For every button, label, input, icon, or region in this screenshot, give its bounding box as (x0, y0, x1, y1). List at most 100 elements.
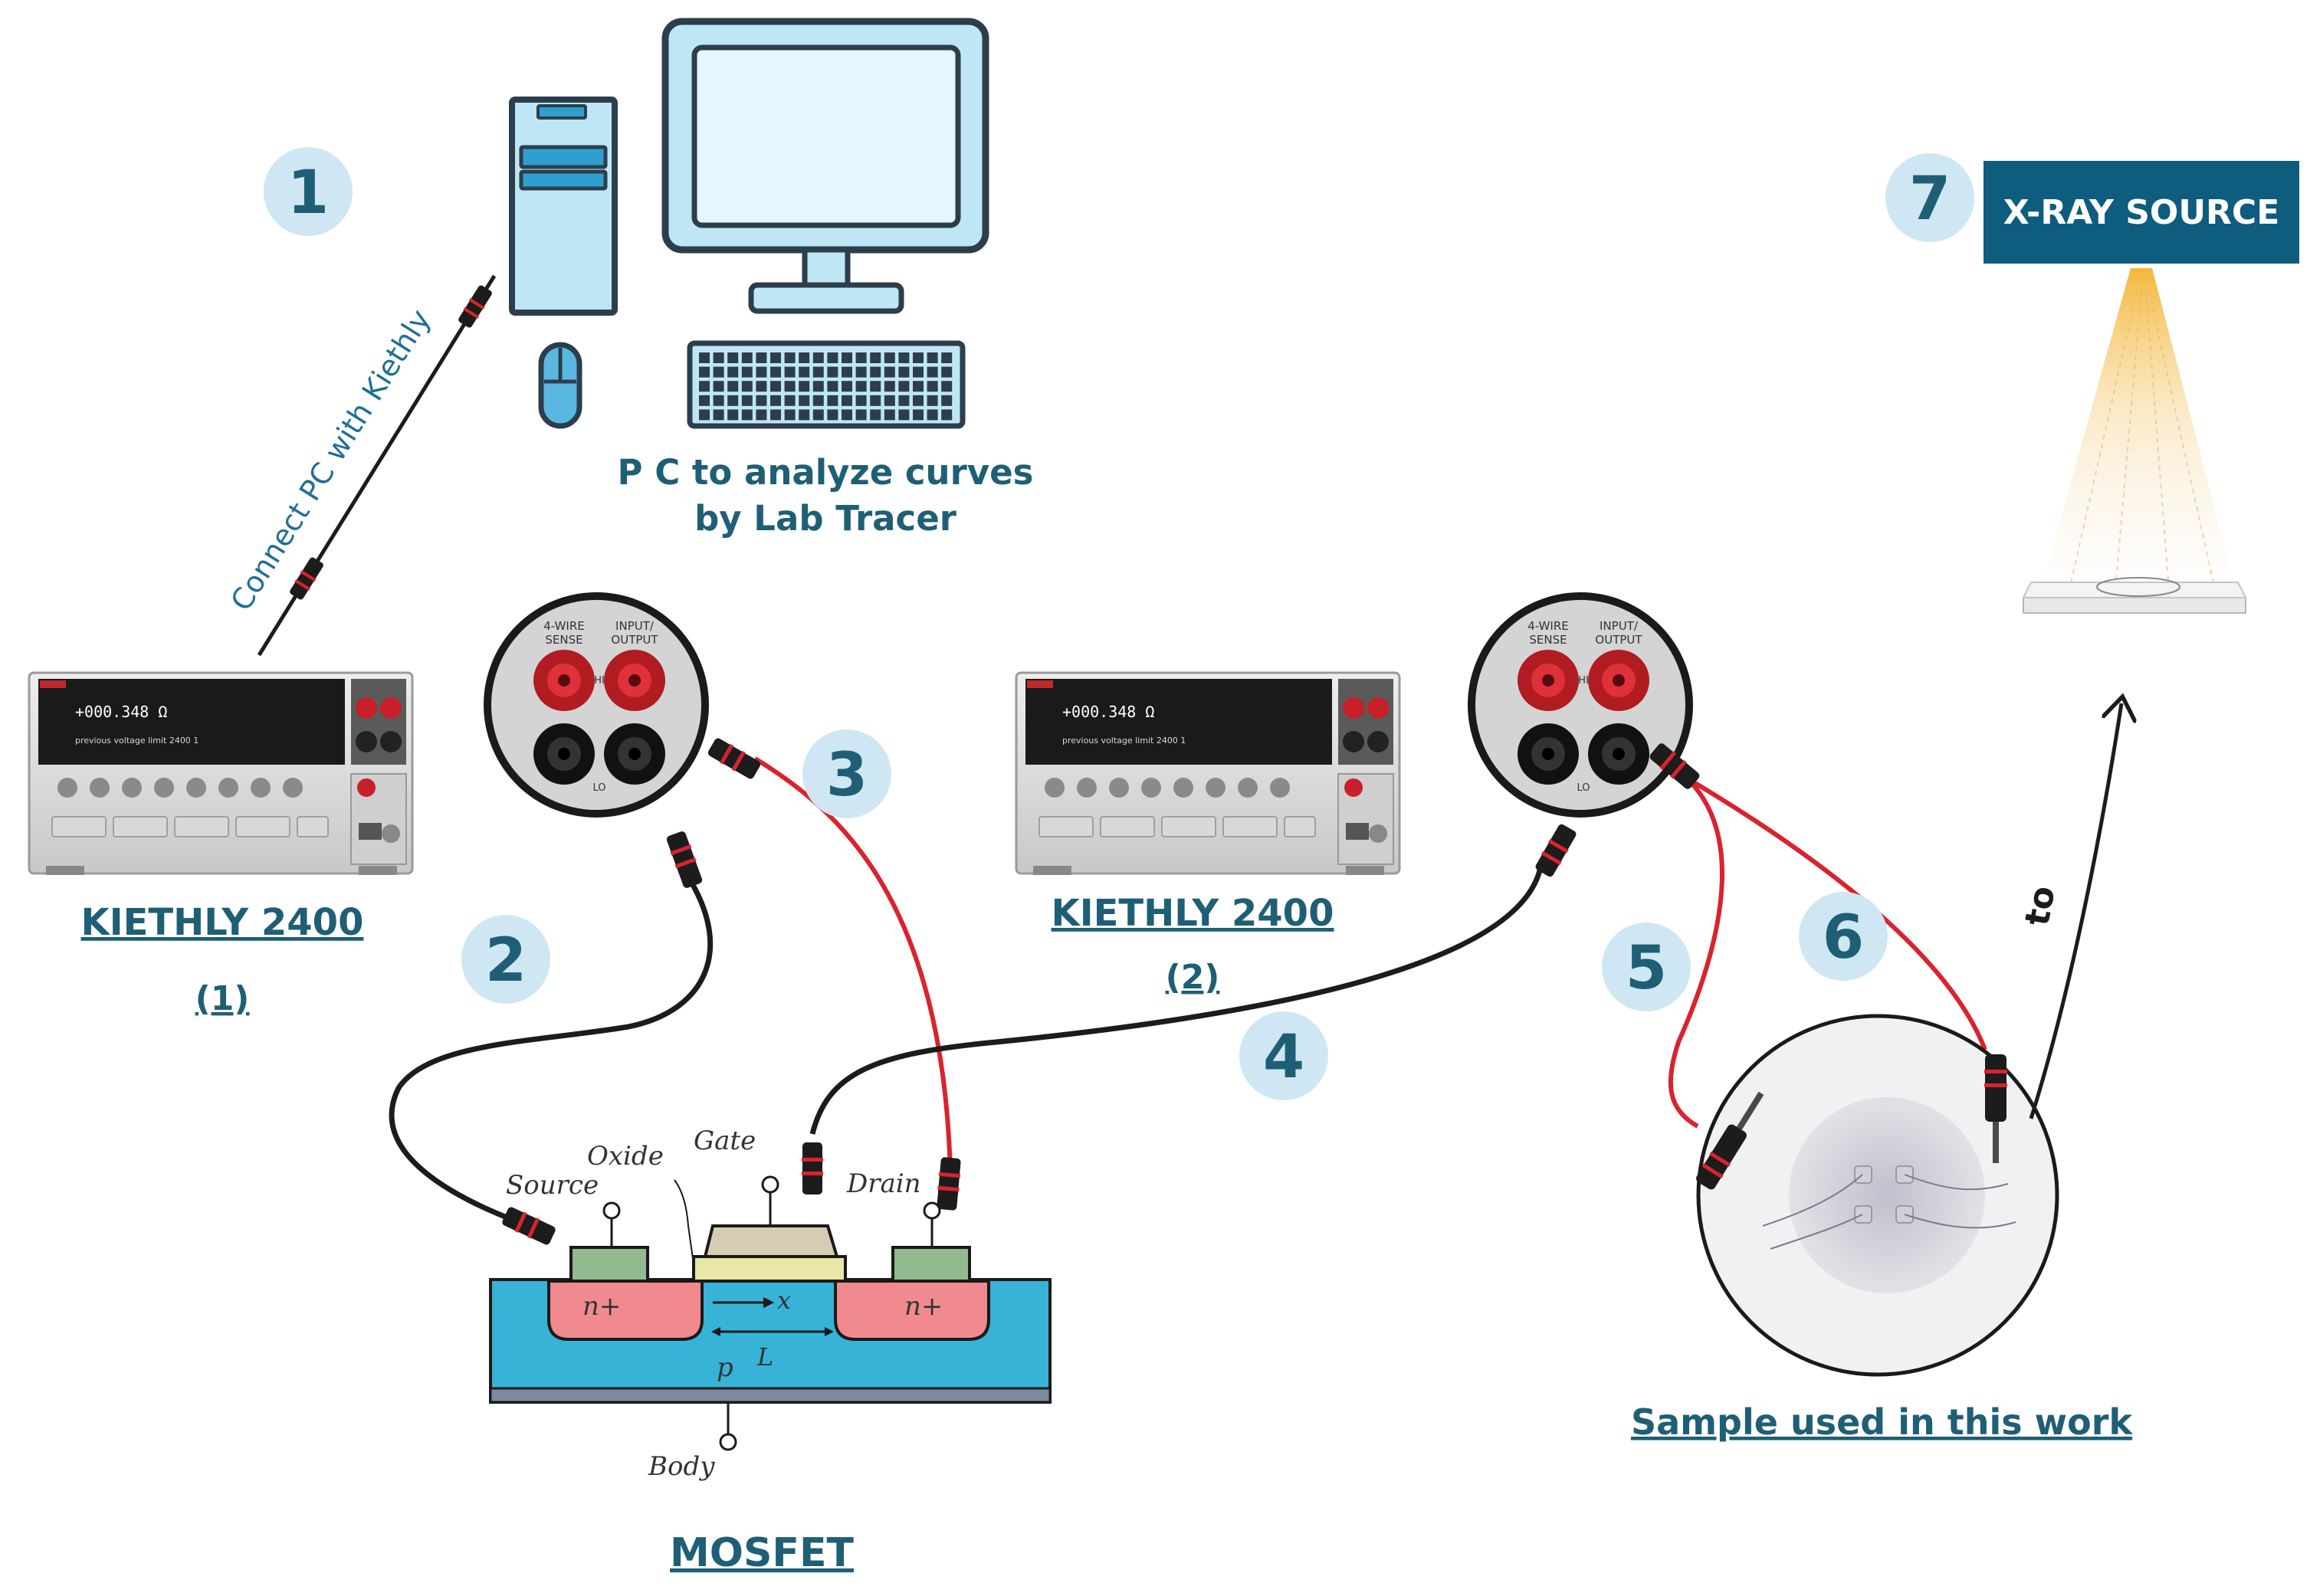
panel-1-sense-line2: SENSE (545, 633, 582, 647)
sample-caption: Sample used in this work (1631, 1401, 2133, 1443)
keyboard-key (770, 409, 781, 421)
keyboard-key (913, 395, 924, 406)
keyboard-key (770, 395, 781, 406)
keyboard-key (784, 381, 796, 392)
panel-2-io-line1: INPUT/ (1600, 619, 1639, 633)
mosfet-n-left-label: n+ (582, 1291, 621, 1322)
pc-caption-line2: by Lab Tracer (694, 498, 957, 539)
keyboard-key (741, 395, 753, 406)
keyboard-key (699, 352, 710, 363)
svg-text:3: 3 (826, 741, 868, 810)
keyboard-key (827, 366, 838, 378)
keyboard-key (784, 352, 796, 363)
keyboard-key (784, 409, 796, 421)
pc-caption: P C to analyze curves by Lab Tracer (618, 452, 1034, 539)
to-arrow: to (2018, 703, 2121, 1119)
mosfet-body-label: Body (648, 1451, 715, 1482)
cable-label: Connect PC with Kiethly (224, 303, 437, 617)
panel-2-hi: HI (1578, 675, 1589, 687)
keyboard-key (713, 352, 724, 363)
keyboard-key (855, 395, 867, 406)
keyboard-key (941, 409, 953, 421)
pc-caption-line1: P C to analyze curves (618, 452, 1034, 493)
keyboard-key (770, 366, 781, 378)
keyboard-key (713, 366, 724, 378)
keyboard-key (927, 352, 938, 363)
keyboard-key (898, 366, 910, 378)
step-badge-7: 7 (1885, 153, 1974, 242)
keyboard-key (913, 352, 924, 363)
keyboard-key (812, 395, 824, 406)
mosfet-source-label: Source (506, 1170, 599, 1201)
monitor-icon (661, 18, 989, 314)
keyboard-key (927, 395, 938, 406)
panel-1-io-line1: INPUT/ (615, 619, 655, 633)
keyboard-key (827, 395, 838, 406)
keyboard-key (941, 395, 953, 406)
keyboard-key (941, 381, 953, 392)
keyboard-key (727, 381, 739, 392)
keyboard-key (884, 366, 895, 378)
wire-black-panel2-to-gate (809, 867, 1544, 1135)
keyboard-key (898, 352, 910, 363)
svg-text:2: 2 (485, 926, 527, 995)
mosfet-caption: MOSFET (670, 1530, 854, 1576)
keyboard-key (927, 366, 938, 378)
keithly-1-caption: KIETHLY 2400 (1) (81, 901, 364, 1018)
svg-text:6: 6 (1823, 903, 1864, 972)
mosfet-diagram: Source Oxide Gate Drain Body n+ n+ x p L… (489, 1126, 1052, 1576)
keyboard-key (799, 381, 810, 392)
keyboard-key (713, 409, 724, 421)
keyboard-key (941, 366, 953, 378)
step-badges: 1 2 3 4 5 6 7 (264, 147, 1974, 1100)
keyboard-key (727, 395, 739, 406)
keyboard-key (756, 366, 767, 378)
keyboard-key (941, 352, 953, 363)
keyboard-key (784, 366, 796, 378)
mosfet-gate-label: Gate (694, 1126, 756, 1156)
panel-2-sense-line2: SENSE (1529, 633, 1567, 647)
keyboard-key (842, 409, 852, 421)
panel-1-io-line2: OUTPUT (611, 633, 658, 647)
keyboard-key (842, 366, 852, 378)
step-badge-1: 1 (264, 147, 353, 236)
keyboard-key (741, 352, 753, 363)
keyboard-key (699, 366, 710, 378)
keyboard-key (770, 352, 781, 363)
keyboard-key (855, 366, 867, 378)
keyboard-key (713, 381, 724, 392)
keithly-1-index: (1) (195, 979, 250, 1018)
panel-1-lo: LO (592, 782, 605, 794)
mosfet-oxide-label: Oxide (587, 1141, 664, 1172)
keyboard-key (898, 409, 910, 421)
pc-tower-icon (509, 97, 618, 316)
keithly-2-name: KIETHLY 2400 (1052, 892, 1334, 935)
keyboard-key (812, 366, 824, 378)
keyboard-key (870, 409, 881, 421)
step-badge-2: 2 (461, 915, 550, 1004)
keyboard-key (855, 409, 867, 421)
svg-text:7: 7 (1909, 165, 1951, 234)
panel-2-lo: LO (1577, 782, 1590, 794)
mouse-icon (538, 342, 582, 429)
keyboard-key (842, 395, 852, 406)
keyboard-key (699, 381, 710, 392)
step-badge-4: 4 (1239, 1011, 1328, 1100)
keithly-2-display-value: +000.348 Ω (1062, 703, 1154, 721)
connector-plugs (502, 738, 1700, 1245)
panel-1-hi: HI (594, 675, 605, 687)
wire-red-panel2-to-sample-left (1668, 775, 1724, 1129)
keyboard-key (855, 352, 867, 363)
step-badge-5: 5 (1602, 923, 1691, 1011)
keyboard-key (799, 352, 810, 363)
keithly-2400-unit-1: +000.348 Ω previous voltage limit 2400 1 (28, 671, 414, 875)
svg-text:4: 4 (1263, 1023, 1304, 1092)
keyboard-key (927, 409, 938, 421)
keithly-2-index: (2) (1166, 958, 1220, 997)
keyboard-key (913, 366, 924, 378)
mosfet-n-right-label: n+ (904, 1291, 943, 1322)
step-badge-3: 3 (802, 729, 891, 818)
xray-source: X-RAY SOURCE (1984, 161, 2299, 614)
